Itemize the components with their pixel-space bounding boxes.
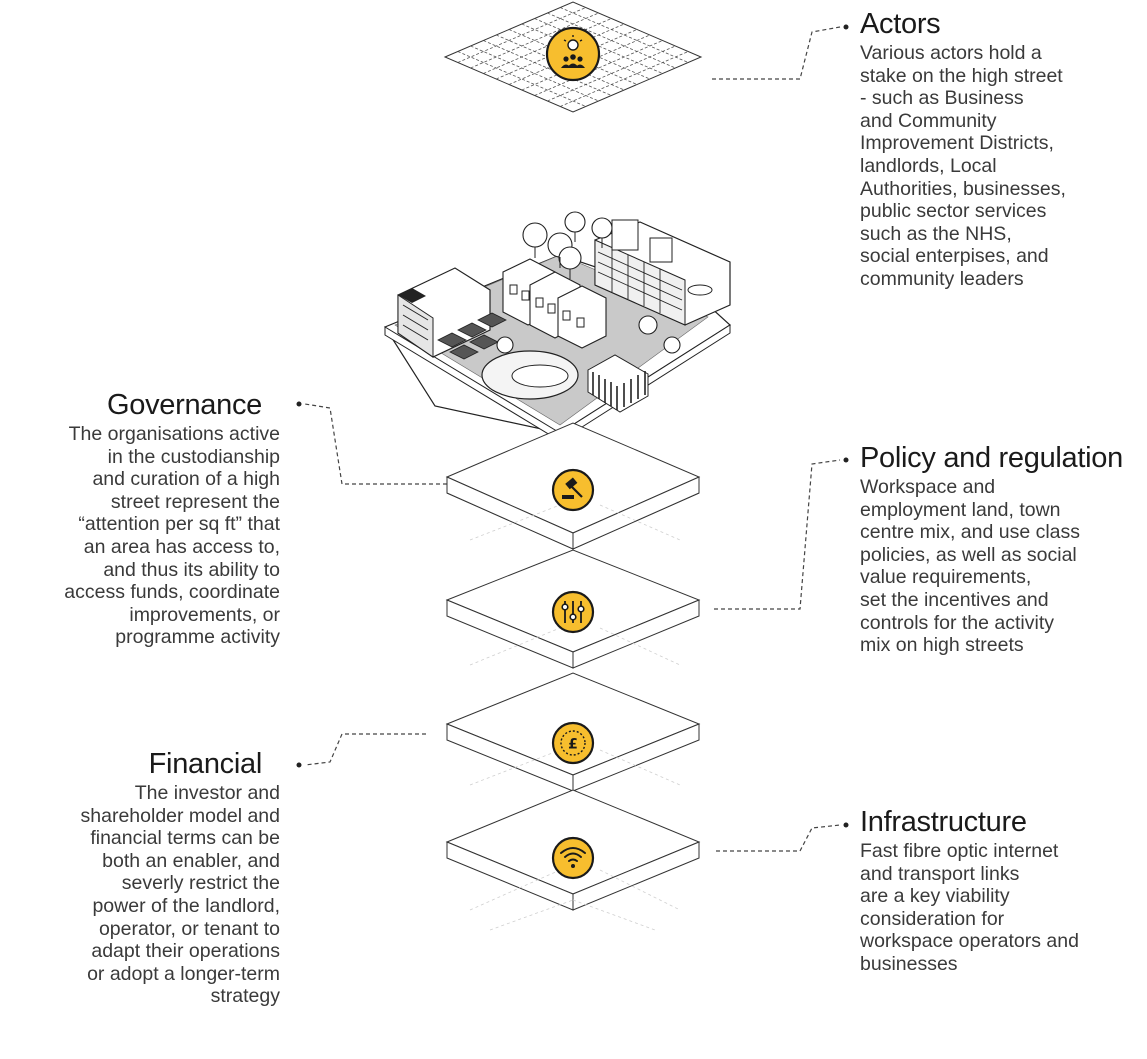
financial-description-line: severly restrict the xyxy=(121,872,280,895)
policy-description-line: employment land, town xyxy=(860,498,1061,521)
financial-description-line: adapt their operations xyxy=(91,940,280,963)
infrastructure-block: Infrastructure Fast fibre optic internet… xyxy=(860,806,1145,976)
actors-description-line: Authorities, businesses, xyxy=(860,177,1066,200)
infrastructure-description-line: consideration for xyxy=(860,907,1005,930)
connector-dots xyxy=(296,24,849,828)
policy-description-line: mix on high streets xyxy=(860,634,1024,657)
governance-description-line: programme activity xyxy=(115,626,280,649)
policy-description-line: centre mix, and use class xyxy=(860,521,1081,544)
infrastructure-description-line: businesses xyxy=(860,952,958,975)
governance-title: Governance xyxy=(107,389,262,421)
actors-description-line: such as the NHS, xyxy=(860,222,1012,245)
policy-description-line: controls for the activity xyxy=(860,611,1054,634)
financial-description-line: or adopt a longer-term xyxy=(87,962,280,985)
financial-description-line: shareholder model and xyxy=(80,804,280,827)
governance-description-line: “attention per sq ft” that xyxy=(78,513,280,536)
actors-description-line: - such as Business xyxy=(860,87,1024,110)
svg-text:£: £ xyxy=(568,737,578,753)
financial-description-line: The investor and xyxy=(134,782,280,804)
financial-description-line: strategy xyxy=(210,985,280,1008)
governance-description-line: improvements, or xyxy=(129,603,280,626)
financial-description-line: power of the landlord, xyxy=(92,894,280,917)
sliders-icon xyxy=(551,590,595,634)
actors-description-line: Various actors hold a xyxy=(860,42,1042,64)
actors-description-line: public sector services xyxy=(860,200,1047,223)
lightbulb-people-icon xyxy=(545,26,601,82)
actors-description-line: and Community xyxy=(860,109,997,132)
layer-hatching xyxy=(469,504,681,931)
actors-description-line: stake on the high street xyxy=(860,64,1063,87)
governance-description-line: street represent the xyxy=(110,490,280,513)
policy-description-line: Workspace and xyxy=(860,476,996,498)
financial-description-line: both an enabler, and xyxy=(102,849,280,872)
governance-description-line: and thus its ability to xyxy=(103,558,280,581)
wifi-icon xyxy=(551,836,595,880)
financial-description-line: financial terms can be xyxy=(90,827,280,850)
infrastructure-description-line: Fast fibre optic internet xyxy=(860,840,1059,862)
policy-description-line: policies, as well as social xyxy=(860,543,1077,566)
policy-title: Policy and regulation xyxy=(860,442,1123,474)
infrastructure-description-line: are a key viability xyxy=(860,885,1010,908)
actors-description-line: Improvement Districts, xyxy=(860,132,1054,155)
infrastructure-description-line: and transport links xyxy=(860,862,1020,885)
governance-description-line: in the custodianship xyxy=(107,445,280,468)
governance-description-line: an area has access to, xyxy=(83,535,280,558)
connector-lines xyxy=(304,26,841,852)
actors-title: Actors xyxy=(860,8,941,40)
infrastructure-title: Infrastructure xyxy=(860,806,1027,838)
pound-coin-icon: £ xyxy=(551,721,595,765)
actors-description-line: landlords, Local xyxy=(860,154,997,177)
high-street-illustration xyxy=(384,211,731,442)
infrastructure-description-line: workspace operators and xyxy=(860,930,1079,953)
actors-description-line: community leaders xyxy=(860,267,1024,290)
governance-description-line: The organisations active xyxy=(68,423,280,445)
policy-description-line: set the incentives and xyxy=(860,588,1049,611)
gavel-icon xyxy=(551,468,595,512)
financial-description-line: operator, or tenant to xyxy=(98,917,280,940)
governance-description-line: access funds, coordinate xyxy=(64,581,280,604)
policy-description-line: value requirements, xyxy=(860,566,1032,589)
actors-description-line: social enterpises, and xyxy=(860,245,1049,268)
financial-title: Financial xyxy=(148,748,263,780)
governance-description-line: and curation of a high xyxy=(92,468,280,491)
